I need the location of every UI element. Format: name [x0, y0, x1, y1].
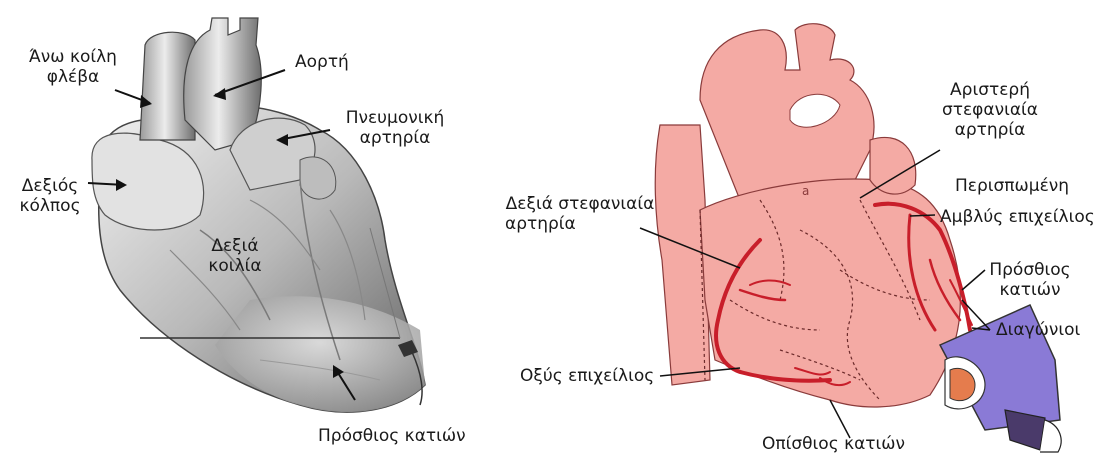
label-superior-vena-cava: Άνω κοίλη φλέβα	[18, 47, 128, 87]
label-right-ventricle-line2: κοιλία	[200, 256, 270, 276]
label-right-ventricle-line1: Δεξιά	[200, 236, 270, 256]
label-right-coronary-line1: Δεξιά στεφανιαία	[505, 194, 655, 214]
label-left-coronary-line2: στεφανιαία	[930, 100, 1050, 120]
label-anterior-descending-left: Πρόσθιος κατιών	[318, 426, 466, 446]
label-left-coronary-line1: Αριστερή	[930, 80, 1050, 100]
label-svc-line1: Άνω κοίλη	[18, 47, 128, 67]
label-posterior-descending: Οπίσθιος κατιών	[762, 434, 905, 454]
label-circumflex: Περισπωμένη	[955, 176, 1069, 196]
label-right-atrium-line2: κόλπος	[10, 196, 90, 216]
label-obtuse-marginal: Αμβλύς επιχείλιος	[940, 207, 1095, 227]
label-left-coronary-artery: Αριστερή στεφανιαία αρτηρία	[930, 80, 1050, 140]
label-pulmonary-line2: αρτηρία	[330, 128, 460, 148]
label-svc-line2: φλέβα	[18, 67, 128, 87]
label-right-atrium-line1: Δεξιός	[10, 176, 90, 196]
label-lad-line1: Πρόσθιος	[985, 260, 1075, 280]
svg-text:a: a	[802, 184, 809, 198]
label-pulmonary-artery: Πνευμονική αρτηρία	[330, 108, 460, 148]
label-right-atrium: Δεξιός κόλπος	[10, 176, 90, 216]
label-left-coronary-line3: αρτηρία	[930, 120, 1050, 140]
label-pulmonary-line1: Πνευμονική	[330, 108, 460, 128]
schematic-right-atrium	[655, 125, 710, 385]
label-right-ventricle: Δεξιά κοιλία	[200, 236, 270, 276]
label-acute-marginal: Οξύς επιχείλιος	[520, 366, 654, 386]
label-right-coronary-line2: αρτηρία	[505, 214, 655, 234]
schematic-great-vessels	[700, 24, 874, 200]
label-lad-right: Πρόσθιος κατιών	[985, 260, 1075, 300]
label-right-coronary-artery: Δεξιά στεφανιαία αρτηρία	[505, 194, 655, 234]
label-aorta: Αορτή	[295, 52, 349, 72]
label-diagonals: Διαγώνιοι	[996, 320, 1080, 340]
label-lad-line2: κατιών	[985, 280, 1075, 300]
